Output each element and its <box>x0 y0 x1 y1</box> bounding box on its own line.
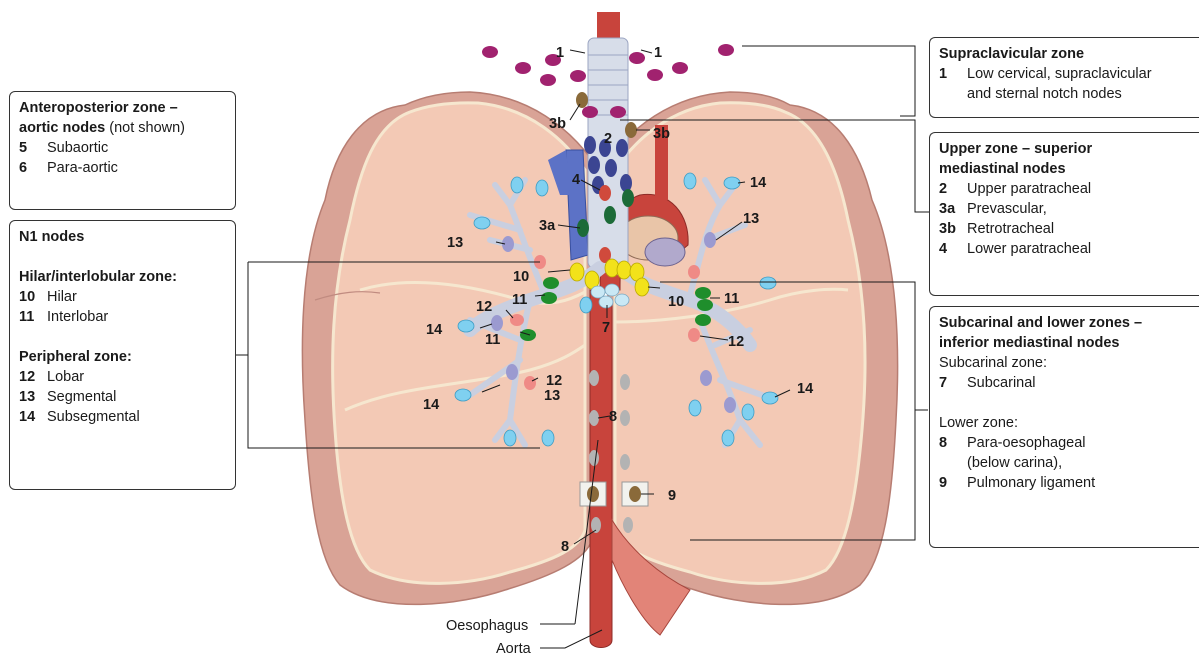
item-number: 6 <box>19 158 47 178</box>
callout-12-left-top: 12 <box>476 299 492 315</box>
callout-4: 4 <box>572 172 580 188</box>
lower-title-1: Subcarinal and lower zones – <box>939 313 1190 333</box>
item-label: Subaortic <box>47 138 108 158</box>
aorta-label: Aorta <box>496 641 532 657</box>
item-label: Retrotracheal <box>967 219 1054 239</box>
callout-10-right: 10 <box>668 294 684 310</box>
item-number: 7 <box>939 373 967 393</box>
upper-zone-box: Upper zone – superior mediastinal nodes … <box>929 132 1199 296</box>
item-label: Subsegmental <box>47 407 140 427</box>
item-label: (below carina), <box>967 453 1062 473</box>
item-label: Lower paratracheal <box>967 239 1091 259</box>
item-label: Segmental <box>47 387 116 407</box>
item-number: 2 <box>939 179 967 199</box>
item-label: and sternal notch nodes <box>967 84 1122 104</box>
list-item: 5Subaortic <box>19 138 226 158</box>
item-label: Para-oesophageal <box>967 433 1086 453</box>
item-label: Subcarinal <box>967 373 1036 393</box>
item-number: 1 <box>939 64 967 84</box>
item-number: 14 <box>19 407 47 427</box>
item-number: 11 <box>19 307 47 327</box>
callout-13-left-low: 13 <box>544 388 560 404</box>
anteroposterior-zone-box: Anteroposterior zone – aortic nodes (not… <box>9 91 236 210</box>
item-label: Pulmonary ligament <box>967 473 1095 493</box>
item-number: 9 <box>939 473 967 493</box>
item-label: Interlobar <box>47 307 108 327</box>
aortic-nodes-label: aortic nodes <box>19 120 105 136</box>
subcarinal-heading: Subcarinal zone: <box>939 353 1190 373</box>
item-number: 4 <box>939 239 967 259</box>
callout-14-right-top: 14 <box>750 175 766 191</box>
callout-3a: 3a <box>539 218 556 234</box>
callout-9: 9 <box>668 488 676 504</box>
oesophagus-label: Oesophagus <box>446 618 528 634</box>
hilar-heading: Hilar/interlobular zone: <box>19 267 226 287</box>
callout-11-left-top: 11 <box>512 292 527 308</box>
list-item: (below carina), <box>939 453 1190 473</box>
aortic-nodes-title: aortic nodes (not shown) <box>19 118 226 138</box>
callout-7: 7 <box>602 320 610 336</box>
callout-8-mid: 8 <box>609 409 617 425</box>
callout-13-right: 13 <box>743 211 759 227</box>
item-label: Upper paratracheal <box>967 179 1091 199</box>
callout-8-low: 8 <box>561 539 569 555</box>
list-item: 3bRetrotracheal <box>939 219 1190 239</box>
item-label: Lobar <box>47 367 84 387</box>
lower-zones-box: Subcarinal and lower zones – inferior me… <box>929 306 1199 548</box>
callout-12-left-low: 12 <box>546 373 562 389</box>
item-number: 8 <box>939 433 967 453</box>
n1-title: N1 nodes <box>19 227 226 247</box>
callout-1-left: 1 <box>556 45 564 61</box>
callout-14-left-mid: 14 <box>426 322 442 338</box>
callout-10-left: 10 <box>513 269 529 285</box>
item-number: 13 <box>19 387 47 407</box>
lower-title-2: inferior mediastinal nodes <box>939 333 1190 353</box>
callout-12-right: 12 <box>728 334 744 350</box>
item-number: 12 <box>19 367 47 387</box>
item-number: 3a <box>939 199 967 219</box>
callout-11-right: 11 <box>724 291 739 307</box>
supraclavicular-title: Supraclavicular zone <box>939 44 1190 64</box>
item-label: Low cervical, supraclavicular <box>967 64 1152 84</box>
item-label: Para-aortic <box>47 158 118 178</box>
callout-2: 2 <box>604 131 612 147</box>
upper-title-2: mediastinal nodes <box>939 159 1190 179</box>
upper-title-1: Upper zone – superior <box>939 139 1190 159</box>
callout-14-right-low: 14 <box>797 381 813 397</box>
item-label: Prevascular, <box>967 199 1047 219</box>
peripheral-heading: Peripheral zone: <box>19 347 226 367</box>
not-shown-note: (not shown) <box>109 120 185 136</box>
callout-11-left-low: 11 <box>485 332 500 348</box>
callout-3b-right: 3b <box>653 126 670 142</box>
list-item: and sternal notch nodes <box>939 84 1190 104</box>
left-lung <box>302 92 592 604</box>
anteroposterior-title: Anteroposterior zone – <box>19 98 226 118</box>
lower-zone-heading: Lower zone: <box>939 413 1190 433</box>
callout-1-right: 1 <box>654 45 662 61</box>
callout-14-left-low: 14 <box>423 397 439 413</box>
list-item: 13Segmental <box>19 387 226 407</box>
callout-13-left-top: 13 <box>447 235 463 251</box>
item-number: 10 <box>19 287 47 307</box>
callout-3b-left: 3b <box>549 116 566 132</box>
item-number: 5 <box>19 138 47 158</box>
item-label: Hilar <box>47 287 77 307</box>
item-number: 3b <box>939 219 967 239</box>
